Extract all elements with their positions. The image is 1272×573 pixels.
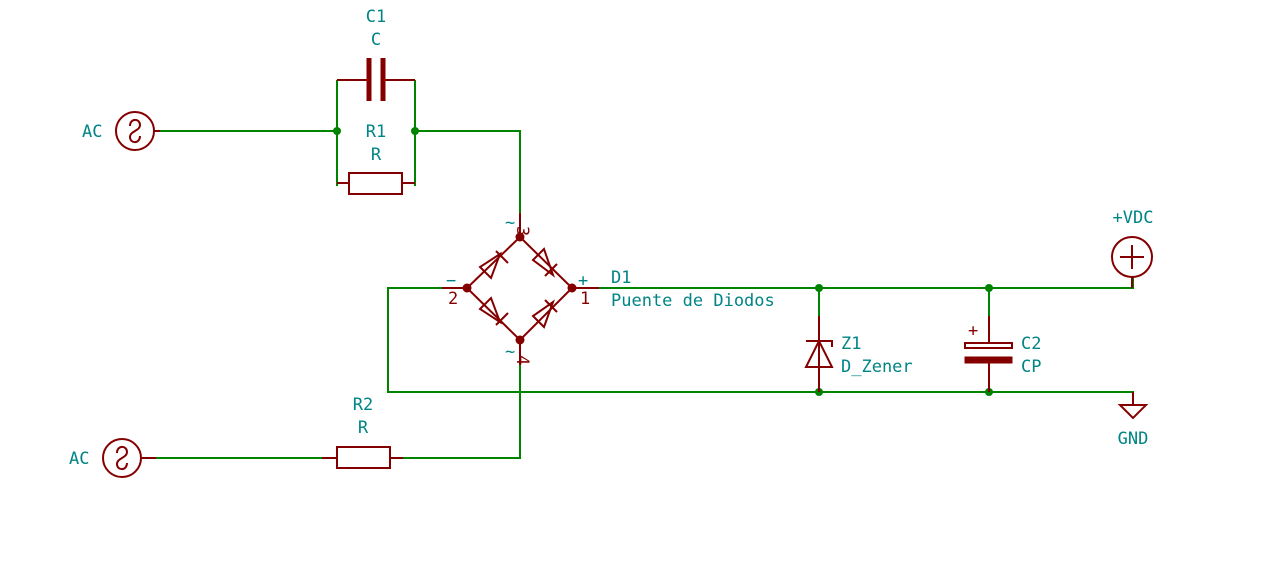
z1-ref: Z1 <box>841 334 861 354</box>
resistor-r2[interactable]: R2 R <box>322 395 403 469</box>
resistor-body-icon <box>348 172 403 195</box>
bridge-tilde-top: ~ <box>505 213 515 233</box>
power-gnd[interactable]: GND <box>1117 392 1149 449</box>
diode-icon <box>531 247 558 278</box>
z1-value: D_Zener <box>841 357 913 377</box>
r2-value: R <box>358 418 369 438</box>
junction <box>411 127 419 135</box>
zener-icon <box>804 338 834 368</box>
power-vdc[interactable]: +VDC <box>1111 208 1154 288</box>
c2-value: CP <box>1021 357 1041 377</box>
wire-bridge-to-r2 <box>403 360 521 459</box>
ground-icon <box>1117 404 1149 420</box>
diode-bridge-d1[interactable]: 3 4 2 1 − + ~ ~ D1 Puente de Diodos <box>442 213 775 365</box>
vdc-label: +VDC <box>1113 208 1154 228</box>
zener-z1[interactable]: Z1 D_Zener <box>804 316 913 392</box>
r2-ref: R2 <box>353 395 373 415</box>
gnd-label: GND <box>1118 429 1149 449</box>
diode-icon <box>478 296 509 326</box>
sine-wave-icon <box>115 445 129 471</box>
capacitor-plate-icon <box>964 356 1013 364</box>
capacitor-c2[interactable]: + C2 CP <box>964 316 1041 392</box>
r1-value: R <box>371 145 382 165</box>
resistor-r1[interactable]: R1 R <box>337 122 415 195</box>
d1-value: Puente de Diodos <box>611 291 775 311</box>
c2-polarity: + <box>968 321 978 341</box>
ac-source-bottom-label: AC <box>69 449 89 469</box>
junction <box>333 127 341 135</box>
bridge-plus-label: + <box>578 271 588 291</box>
bridge-tilde-bottom: ~ <box>505 342 515 362</box>
d1-ref: D1 <box>611 268 631 288</box>
c1-ref: C1 <box>366 7 386 27</box>
ac-source-bottom[interactable]: AC <box>69 438 156 478</box>
ac-source-top-label: AC <box>82 122 102 142</box>
bridge-pin-4: 4 <box>512 355 532 365</box>
ac-source-top[interactable]: AC <box>82 111 160 151</box>
bridge-minus-label: − <box>446 271 456 291</box>
sine-wave-icon <box>128 118 142 144</box>
c1-value: C <box>371 30 381 50</box>
capacitor-c1[interactable]: C1 C <box>337 7 415 101</box>
junction <box>815 284 823 292</box>
wire-vdc-rail <box>599 277 1134 289</box>
bridge-pin-2: 2 <box>448 289 458 309</box>
capacitor-plate-icon <box>964 342 1013 349</box>
bridge-pin-3: 3 <box>512 226 532 236</box>
junction <box>985 284 993 292</box>
junctions <box>333 127 993 396</box>
diode-icon <box>531 299 558 329</box>
bridge-pin-1: 1 <box>580 289 590 309</box>
wire-rc-to-bridge <box>415 130 521 218</box>
bridge-outline <box>465 235 574 342</box>
r1-ref: R1 <box>366 122 386 142</box>
c2-ref: C2 <box>1021 334 1041 354</box>
diode-icon <box>478 250 509 280</box>
resistor-body-icon <box>336 446 391 469</box>
wires <box>156 80 1134 459</box>
